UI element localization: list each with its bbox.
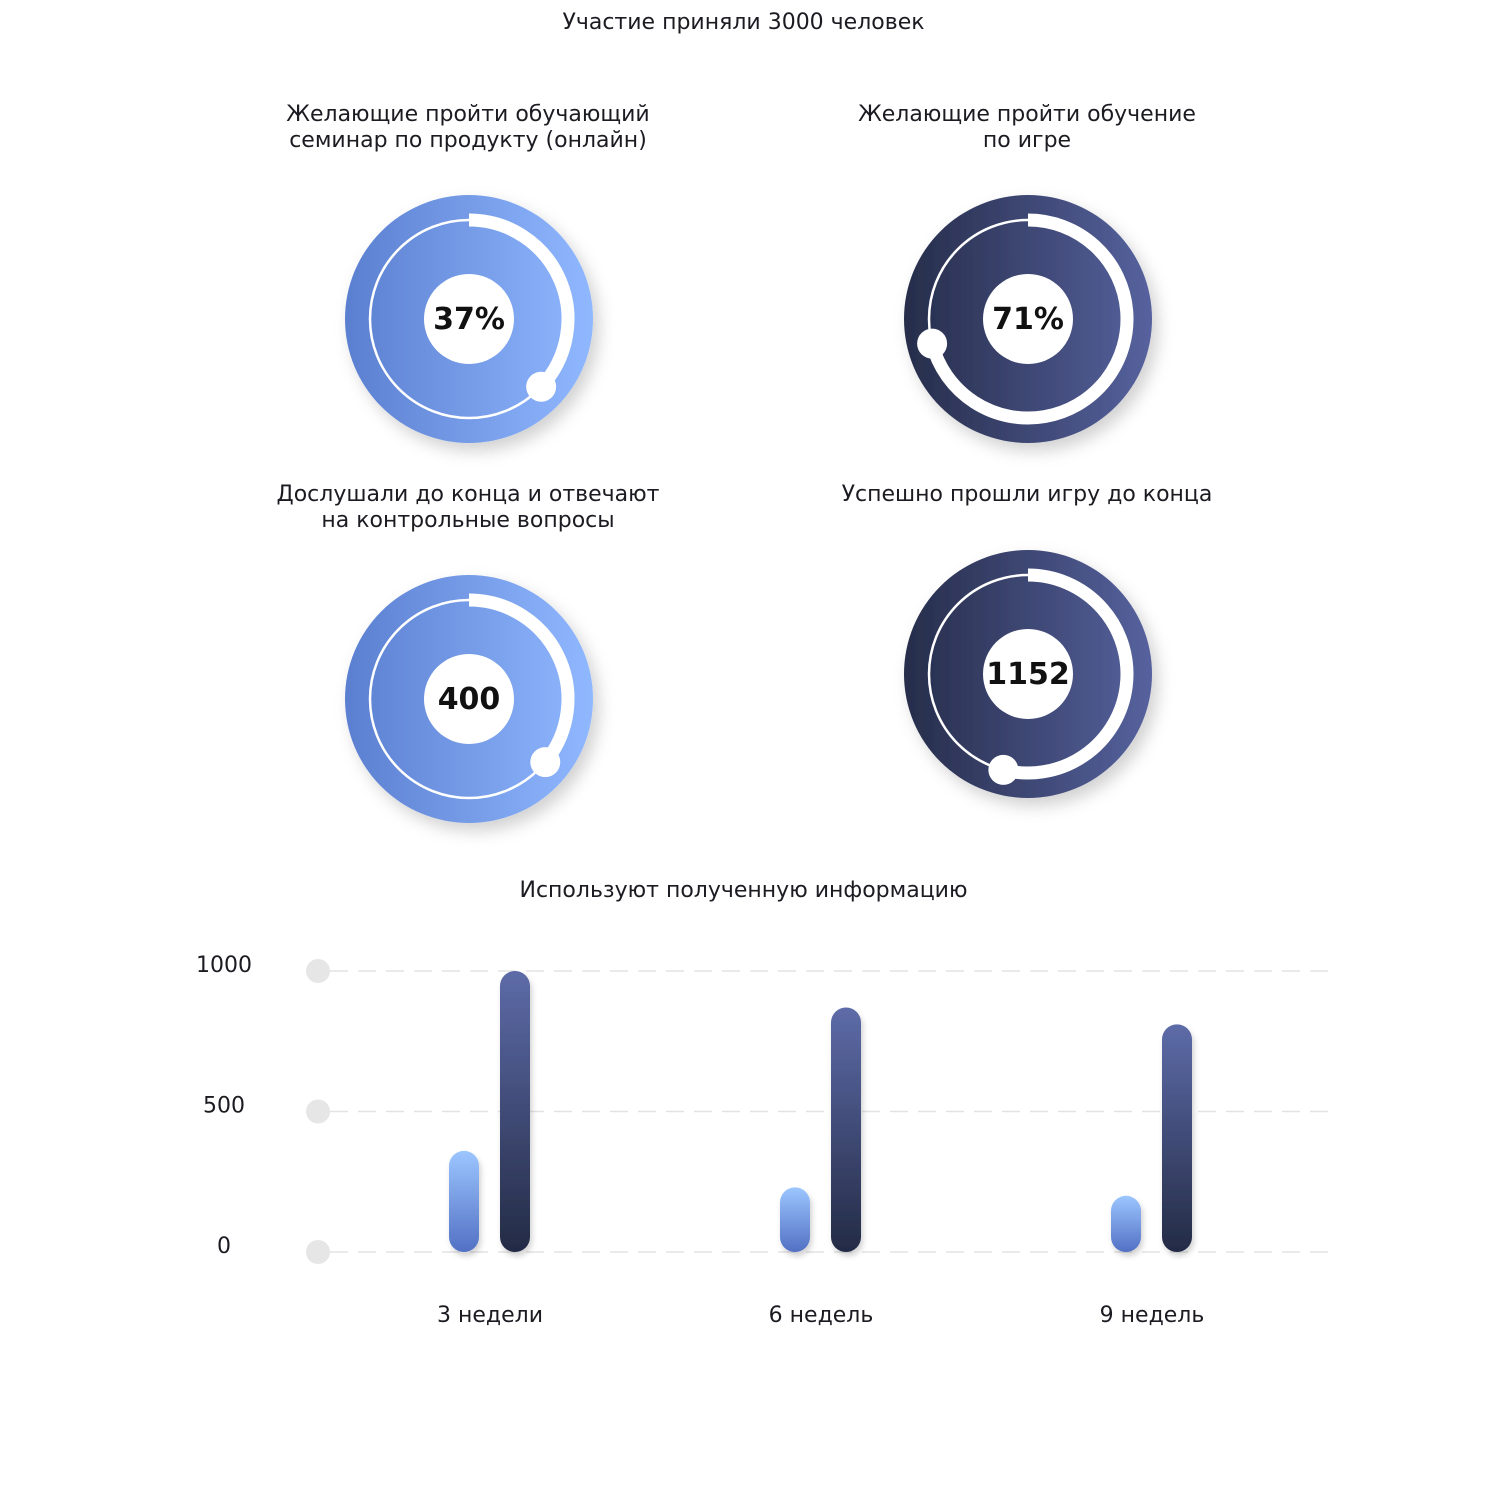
page-title: Участие приняли 3000 человек	[562, 10, 925, 35]
gauge-progress-arc	[1001, 568, 1134, 780]
bar	[449, 1150, 479, 1252]
gauge-3: 400	[339, 569, 599, 829]
gauge-progress-arc	[468, 213, 575, 392]
gauge-1: 37%	[339, 189, 599, 449]
gauge-center	[983, 274, 1073, 364]
gauge-2: 71%	[898, 189, 1158, 449]
y-tick-label: 0	[217, 1234, 231, 1259]
gauge-2-ring	[904, 195, 1152, 443]
bar	[1162, 1024, 1192, 1252]
gauge-3-title-line-2: на контрольные вопросы	[321, 508, 615, 533]
gauge-2-value: 71%	[992, 301, 1064, 337]
gauge-3-title-line-1: Дослушали до конца и отвечают	[276, 482, 660, 507]
y-tick-label: 500	[203, 1094, 245, 1119]
gauge-1-title-line-1: Желающие пройти обучающий	[286, 102, 650, 127]
gauge-center	[424, 654, 514, 744]
gauge-3-title: Дослушали до конца и отвечают на контрол…	[208, 482, 728, 534]
gauge-center	[424, 274, 514, 364]
bar-chart-svg: 0 500 1000 3 недели 6 недель 9 недель	[196, 953, 1328, 1328]
gauge-2-title: Желающие пройти обучение по игре	[767, 102, 1287, 154]
gauge-4-title-line-1: Успешно прошли игру до конца	[841, 482, 1213, 507]
gauge-4: 1152	[898, 544, 1158, 804]
gauge-knob	[917, 328, 948, 359]
gauge-progress-arc	[468, 593, 575, 767]
gauge-knob	[530, 747, 561, 778]
x-tick-label: 3 недели	[437, 1303, 543, 1328]
gauge-knob	[526, 371, 557, 402]
x-tick-label: 6 недель	[769, 1303, 874, 1328]
y-tick-label: 1000	[196, 953, 252, 978]
gauge-4-ring	[904, 550, 1152, 798]
gauge-1-title: Желающие пройти обучающий семинар по про…	[208, 102, 728, 154]
bar	[831, 1007, 861, 1252]
gauge-progress-arc	[925, 213, 1134, 425]
bar-chart-title: Используют полученную информацию	[519, 878, 968, 903]
bar	[1111, 1195, 1141, 1252]
gauge-2-title-line-1: Желающие пройти обучение	[858, 102, 1196, 127]
gauge-4-value: 1152	[986, 656, 1070, 692]
gauge-1-value: 37%	[433, 301, 505, 337]
gauge-1-title-line-2: семинар по продукту (онлайн)	[289, 128, 647, 153]
gauge-3-ring	[345, 575, 593, 823]
gauge-1-ring	[345, 195, 593, 443]
y-tick-dot	[306, 1099, 330, 1124]
y-tick-dot	[306, 959, 330, 983]
bar	[780, 1187, 810, 1252]
bar-chart: 0 500 1000 3 недели 6 недель 9 недель	[0, 930, 1487, 1350]
gauge-center	[983, 629, 1073, 719]
x-tick-label: 9 недель	[1100, 1303, 1205, 1328]
gauge-4-title: Успешно прошли игру до конца	[767, 482, 1287, 508]
gauge-knob	[988, 754, 1019, 785]
gauge-3-value: 400	[437, 681, 501, 717]
bar	[500, 971, 530, 1252]
y-tick-dot	[306, 1240, 330, 1264]
gauge-2-title-line-2: по игре	[982, 128, 1072, 153]
